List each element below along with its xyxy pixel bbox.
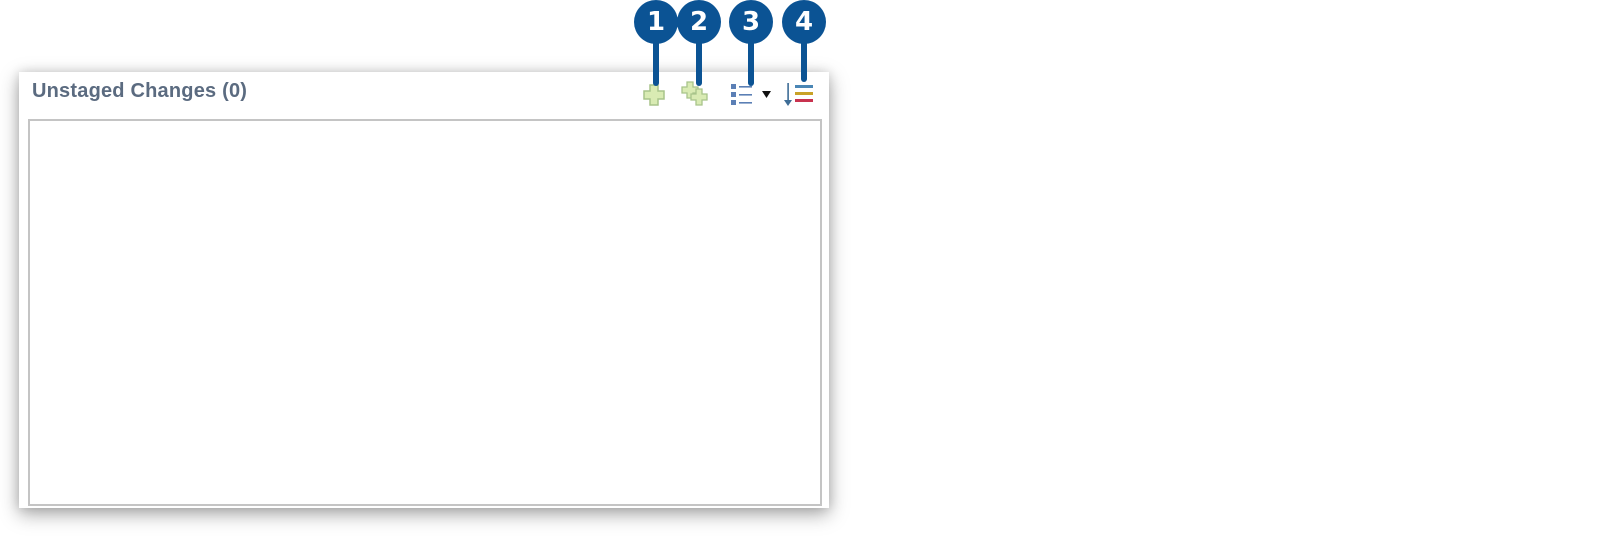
panel-title: Unstaged Changes (0): [32, 80, 248, 102]
callout-number: 3: [729, 0, 773, 44]
callout-number: 4: [782, 0, 826, 44]
stage-all-button[interactable]: [681, 80, 713, 108]
sort-by-state-icon: [784, 83, 813, 106]
callout-number: 2: [677, 0, 721, 44]
unstaged-files-list[interactable]: [28, 119, 822, 506]
stage-selected-button[interactable]: [640, 80, 668, 108]
sort-button[interactable]: [781, 80, 815, 108]
chevron-down-icon: [762, 91, 771, 98]
add-all-icon: [681, 81, 708, 106]
add-icon: [643, 84, 665, 106]
callout-number: 1: [634, 0, 678, 44]
unstaged-changes-panel: Unstaged Changes (0): [19, 72, 829, 508]
list-view-icon: [731, 84, 771, 105]
presentation-dropdown-button[interactable]: [729, 80, 775, 108]
